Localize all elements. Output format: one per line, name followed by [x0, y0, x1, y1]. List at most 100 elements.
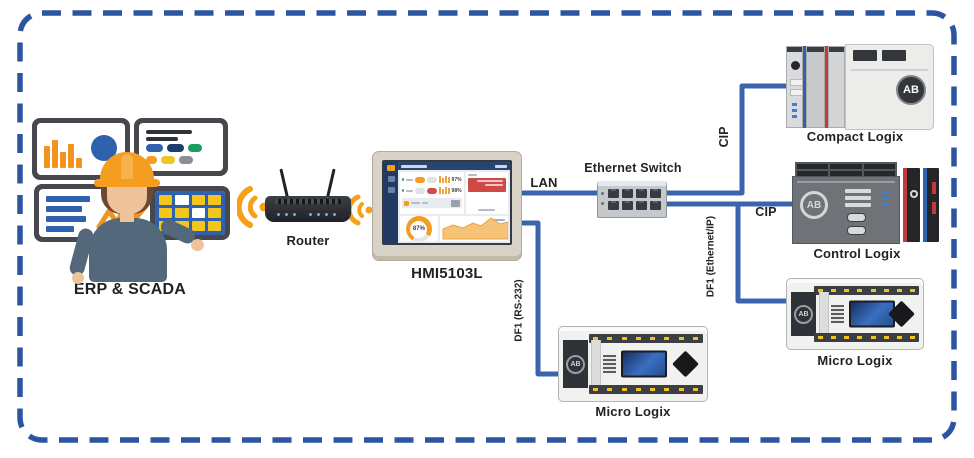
- monitor-status-pills: [134, 118, 228, 176]
- list-bars-icon: [46, 196, 90, 232]
- diamond-badge: [672, 350, 699, 378]
- machine1-percent: 97%: [451, 176, 462, 183]
- cip-control-label: CIP: [755, 205, 777, 219]
- hmi-panels: 97% 98%: [398, 170, 510, 243]
- wifi-signal-icon: [349, 194, 373, 226]
- gauge-percent: 87%: [410, 220, 428, 238]
- erp-scada-label: ERP & SCADA: [73, 281, 187, 298]
- monitor-grid-table: [150, 186, 230, 240]
- plc-module: [786, 46, 803, 128]
- plc-module: [828, 46, 845, 128]
- hmi-dashboard-screen: 97% 98%: [384, 162, 510, 243]
- micro-logix-right-node: AB: [786, 278, 924, 350]
- module-stripe: [825, 46, 828, 128]
- hmi-menu-icon: [387, 176, 395, 182]
- pin-connector: [831, 305, 844, 323]
- switch-leds: [601, 192, 604, 205]
- micro-logix-bottom-node: AB: [558, 326, 708, 402]
- donut-gauge-icon: 87%: [405, 216, 432, 241]
- hmi-trend-panel: [439, 216, 508, 241]
- router-body: [265, 196, 351, 222]
- plc-display: [621, 350, 667, 378]
- status-pills-row: [146, 156, 193, 164]
- df1-ethernet-line: [735, 204, 788, 304]
- operator-hand: [191, 239, 204, 251]
- monitor-bar-chart: [32, 118, 130, 180]
- hmi-machine-row: 97%: [402, 174, 462, 185]
- compact-logix-label: Compact Logix: [806, 129, 904, 144]
- plc-body: AB: [845, 44, 934, 130]
- allen-bradley-logo: AB: [794, 304, 813, 324]
- terminal-strip: [814, 286, 919, 295]
- df1-rs232-line: [520, 220, 562, 377]
- df1-rs232-label: DF1 (RS-232): [513, 279, 525, 342]
- plc-module: [903, 168, 920, 242]
- hmi-label: HMI5103L: [411, 265, 483, 282]
- hmi-main-area: 97% 98%: [398, 162, 510, 243]
- terminal-strip: [814, 333, 919, 342]
- hmi-machines-panel: 97% 98%: [400, 172, 464, 214]
- control-logix-node: AB: [792, 162, 942, 246]
- router-node: [265, 168, 351, 230]
- vent-grid: [795, 162, 897, 178]
- allen-bradley-logo: AB: [896, 75, 926, 105]
- machine-icon: [450, 199, 460, 207]
- grid-table-icon: [155, 191, 225, 235]
- hmi-screen-frame: 97% 98%: [382, 160, 512, 245]
- micro-logix-right-label: Micro Logix: [817, 353, 893, 368]
- hmi-alert-panel: [465, 172, 508, 214]
- terminal-strip: [588, 385, 703, 394]
- brand-panel: AB: [791, 292, 816, 336]
- hmi-alert-box: [467, 178, 506, 192]
- machine2-percent: 98%: [451, 187, 462, 194]
- lan-label: LAN: [530, 175, 558, 190]
- hmi-gauge-panel: 87%: [400, 216, 438, 241]
- hmi-machine-footer: [402, 198, 462, 208]
- plc-body: AB: [792, 176, 900, 244]
- pin-connector: [603, 355, 616, 373]
- hmi-titlebar: [398, 162, 510, 170]
- monitor-screen: [155, 191, 225, 235]
- status-leds: [881, 191, 889, 206]
- monitor-line-chart: [34, 184, 156, 242]
- pie-dot-icon: [91, 135, 117, 161]
- zigzag-line-icon: [96, 198, 148, 230]
- vent: [853, 50, 877, 61]
- router-vent: [275, 199, 341, 204]
- allen-bradley-logo: AB: [800, 191, 828, 219]
- ethernet-switch-node: [597, 181, 667, 218]
- hmi-device-node: 97% 98%: [372, 151, 522, 261]
- ethernet-switch-label: Ethernet Switch: [584, 161, 682, 175]
- plc-display: [849, 300, 895, 328]
- monitor-screen: [139, 123, 223, 171]
- df1-ethernet-label: DF1 (Ethernet/IP): [705, 215, 717, 298]
- control-logix-label: Control Logix: [813, 246, 901, 261]
- key-slots: [847, 213, 866, 235]
- status-pills-row: [146, 144, 202, 152]
- router-leds: [277, 213, 336, 216]
- hmi-sidebar: [384, 162, 398, 243]
- brand-panel: AB: [563, 340, 588, 388]
- bar-chart-icon: [44, 140, 82, 168]
- switch-ports: [608, 189, 661, 210]
- module-stripe: [803, 46, 806, 128]
- erp-scada-node: [28, 112, 232, 287]
- allen-bradley-logo: AB: [566, 354, 585, 374]
- micro-logix-bottom-label: Micro Logix: [595, 404, 671, 419]
- vent: [882, 50, 906, 61]
- monitor-screen: [39, 189, 151, 237]
- terminal-strip: [588, 334, 703, 343]
- hmi-machine-row: 98%: [402, 185, 462, 196]
- compact-logix-node: AB: [786, 44, 934, 130]
- cip-compact-label: CIP: [717, 126, 731, 148]
- hmi-logo-icon: [387, 165, 395, 171]
- plc-module: [923, 168, 939, 242]
- plc-module: [806, 46, 825, 128]
- router-label: Router: [286, 233, 330, 248]
- area-chart-icon: [442, 217, 508, 240]
- monitor-screen: [37, 123, 125, 175]
- dashed-border: [17, 10, 957, 443]
- hmi-menu-icon: [387, 187, 395, 193]
